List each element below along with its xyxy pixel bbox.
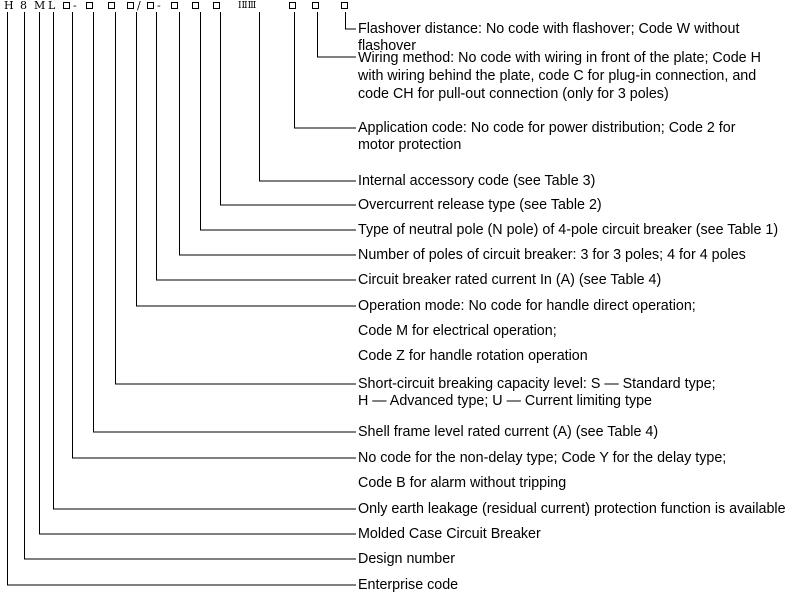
desc-application-line-2: motor protection bbox=[358, 137, 462, 153]
code-box-shell-frame bbox=[86, 2, 93, 9]
leader-overcurrent-release bbox=[220, 12, 356, 206]
code-box-operation-mode bbox=[127, 2, 134, 9]
code-box-breaking-capacity bbox=[108, 2, 115, 9]
desc-earth-leakage: Only earth leakage (residual current) pr… bbox=[358, 501, 786, 517]
leader-design-number bbox=[24, 12, 356, 560]
leader-delay bbox=[72, 12, 356, 459]
desc-flashover-line-1: Flashover distance: No code with flashov… bbox=[358, 21, 740, 37]
desc-enterprise-code: Enterprise code bbox=[358, 577, 459, 592]
desc-flashover-line-2: flashover bbox=[358, 38, 417, 54]
desc-wiring-line-2: with wiring behind the plate, code C for… bbox=[358, 68, 757, 84]
code-box-overcurrent-release bbox=[213, 2, 220, 9]
desc-operation-line-3: Code Z for handle rotation operation bbox=[358, 348, 588, 364]
code-box-rated-current bbox=[147, 2, 154, 9]
leader-neutral-pole bbox=[200, 12, 356, 231]
desc-application-line-1: Application code: No code for power dist… bbox=[358, 120, 736, 136]
code-slash: / bbox=[137, 0, 141, 12]
desc-internal-accessory: Internal accessory code (see Table 3) bbox=[358, 173, 596, 189]
desc-wiring-line-1: Wiring method: No code with wiring in fr… bbox=[358, 50, 761, 66]
code-dash-1: - bbox=[73, 0, 77, 12]
leader-operation bbox=[136, 12, 356, 307]
code-box-application bbox=[289, 2, 296, 9]
leader-internal-accessory bbox=[259, 12, 356, 182]
desc-delay-line-1: No code for the non-delay type; Code Y f… bbox=[358, 450, 727, 466]
desc-breaking-line-2: H — Advanced type; U — Current limiting … bbox=[358, 393, 653, 409]
code-letter-l: L bbox=[48, 0, 56, 12]
desc-operation-line-1: Operation mode: No code for handle direc… bbox=[358, 298, 696, 314]
code-letter-h: H bbox=[4, 0, 14, 12]
leader-enterprise-code bbox=[7, 12, 356, 586]
desc-neutral-pole: Type of neutral pole (N pole) of 4-pole … bbox=[358, 222, 779, 238]
leader-flashover bbox=[345, 12, 356, 30]
code-box-delay bbox=[63, 2, 70, 9]
leader-poles bbox=[179, 12, 356, 256]
leader-rated-current bbox=[156, 12, 356, 281]
desc-wiring-line-3: code CH for pull-out connection (only fo… bbox=[358, 86, 669, 102]
leader-earth-leakage bbox=[53, 12, 356, 510]
leader-mccb bbox=[39, 12, 356, 535]
leader-wiring bbox=[317, 12, 356, 58]
leader-breaking bbox=[115, 12, 356, 385]
code-dash-2: - bbox=[157, 0, 161, 12]
desc-design-number: Design number bbox=[358, 551, 455, 567]
desc-mccb: Molded Case Circuit Breaker bbox=[358, 526, 541, 542]
code-letter-m: M bbox=[34, 0, 46, 12]
leader-application bbox=[294, 12, 356, 129]
code-box-flashover bbox=[341, 2, 348, 9]
code-design-digit: 8 bbox=[20, 0, 27, 12]
desc-poles: Number of poles of circuit breaker: 3 fo… bbox=[358, 247, 746, 263]
code-box-poles bbox=[171, 2, 178, 9]
desc-shell-frame: Shell frame level rated current (A) (see… bbox=[358, 424, 659, 440]
desc-overcurrent-release: Overcurrent release type (see Table 2) bbox=[358, 197, 602, 213]
desc-rated-current: Circuit breaker rated current In (A) (se… bbox=[358, 272, 662, 288]
leader-shell-frame bbox=[93, 12, 356, 433]
code-box-neutral-pole bbox=[192, 2, 199, 9]
code-accessory-numerals: ⅠⅡⅢ bbox=[238, 1, 257, 11]
code-box-wiring bbox=[312, 2, 319, 9]
desc-delay-line-2: Code B for alarm without tripping bbox=[358, 475, 567, 491]
desc-breaking-line-1: Short-circuit breaking capacity level: S… bbox=[358, 376, 716, 392]
desc-operation-line-2: Code M for electrical operation; bbox=[358, 323, 557, 339]
